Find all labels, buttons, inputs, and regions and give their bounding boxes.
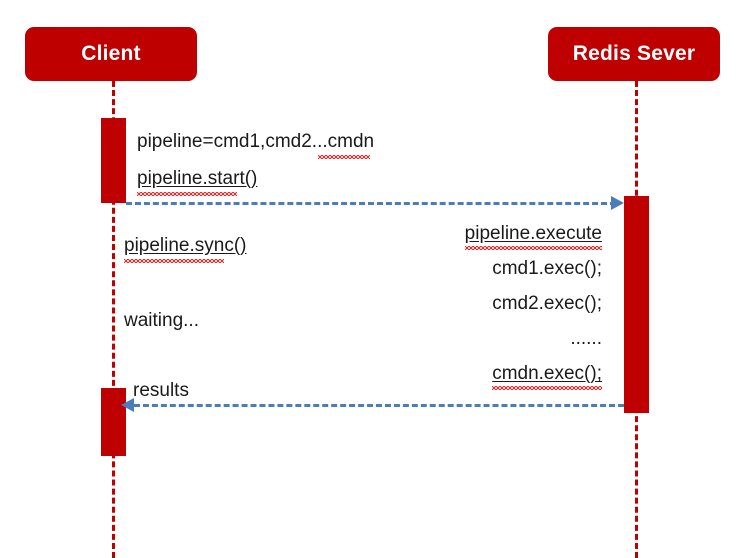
- message-arrow-reply-line: [134, 404, 624, 407]
- note-cmd1-exec-text: cmd1.exec();: [492, 258, 602, 279]
- spellcheck-squiggle-icon: [492, 386, 602, 390]
- note-waiting: waiting...: [124, 309, 199, 333]
- note-pipeline-definition-text: pipeline=cmd1,cmd2...cmdn: [137, 131, 375, 152]
- note-ellipsis: ......: [400, 328, 602, 350]
- note-results: results: [133, 379, 189, 403]
- note-pipeline-sync: pipeline.sync(): [124, 234, 247, 263]
- spellcheck-squiggle-icon: [137, 191, 237, 196]
- note-cmd2-exec-text: cmd2.exec();: [492, 293, 602, 314]
- note-results-text: results: [133, 380, 189, 401]
- note-pipeline-execute-text: pipeline.execute: [464, 223, 602, 244]
- message-arrow-request-line: [126, 202, 616, 205]
- spellcheck-squiggle-icon: [318, 154, 371, 159]
- note-ellipsis-text: ......: [570, 328, 602, 349]
- message-arrow-reply-head-icon: [121, 398, 134, 412]
- note-pipeline-start: pipeline.start(): [137, 167, 258, 196]
- spellcheck-squiggle-icon: [124, 258, 224, 263]
- lifeline-client: [112, 81, 115, 558]
- note-cmdn-exec: cmdn.exec();: [400, 363, 602, 390]
- participant-box-redis-server[interactable]: Redis Sever: [548, 27, 720, 81]
- note-pipeline-execute: pipeline.execute: [400, 223, 602, 250]
- participant-box-client[interactable]: Client: [25, 27, 197, 81]
- note-cmd1-exec: cmd1.exec();: [400, 258, 602, 280]
- activation-bar-client-request: [101, 118, 126, 203]
- note-pipeline-start-text: pipeline.start(): [137, 168, 258, 189]
- message-arrow-request-head-icon: [611, 196, 624, 210]
- note-server-execution-block: pipeline.execute cmd1.exec(); cmd2.exec(…: [400, 223, 602, 398]
- note-pipeline-definition: pipeline=cmd1,cmd2...cmdn: [137, 130, 375, 159]
- activation-bar-redis-server: [624, 196, 649, 413]
- note-cmd2-exec: cmd2.exec();: [400, 293, 602, 315]
- spellcheck-squiggle-icon: [464, 246, 602, 250]
- note-pipeline-sync-text: pipeline.sync(): [124, 235, 247, 256]
- participant-label-client: Client: [81, 42, 141, 65]
- participant-label-redis-server: Redis Sever: [572, 42, 696, 65]
- note-waiting-text: waiting...: [124, 310, 199, 331]
- note-cmdn-exec-text: cmdn.exec();: [492, 363, 602, 384]
